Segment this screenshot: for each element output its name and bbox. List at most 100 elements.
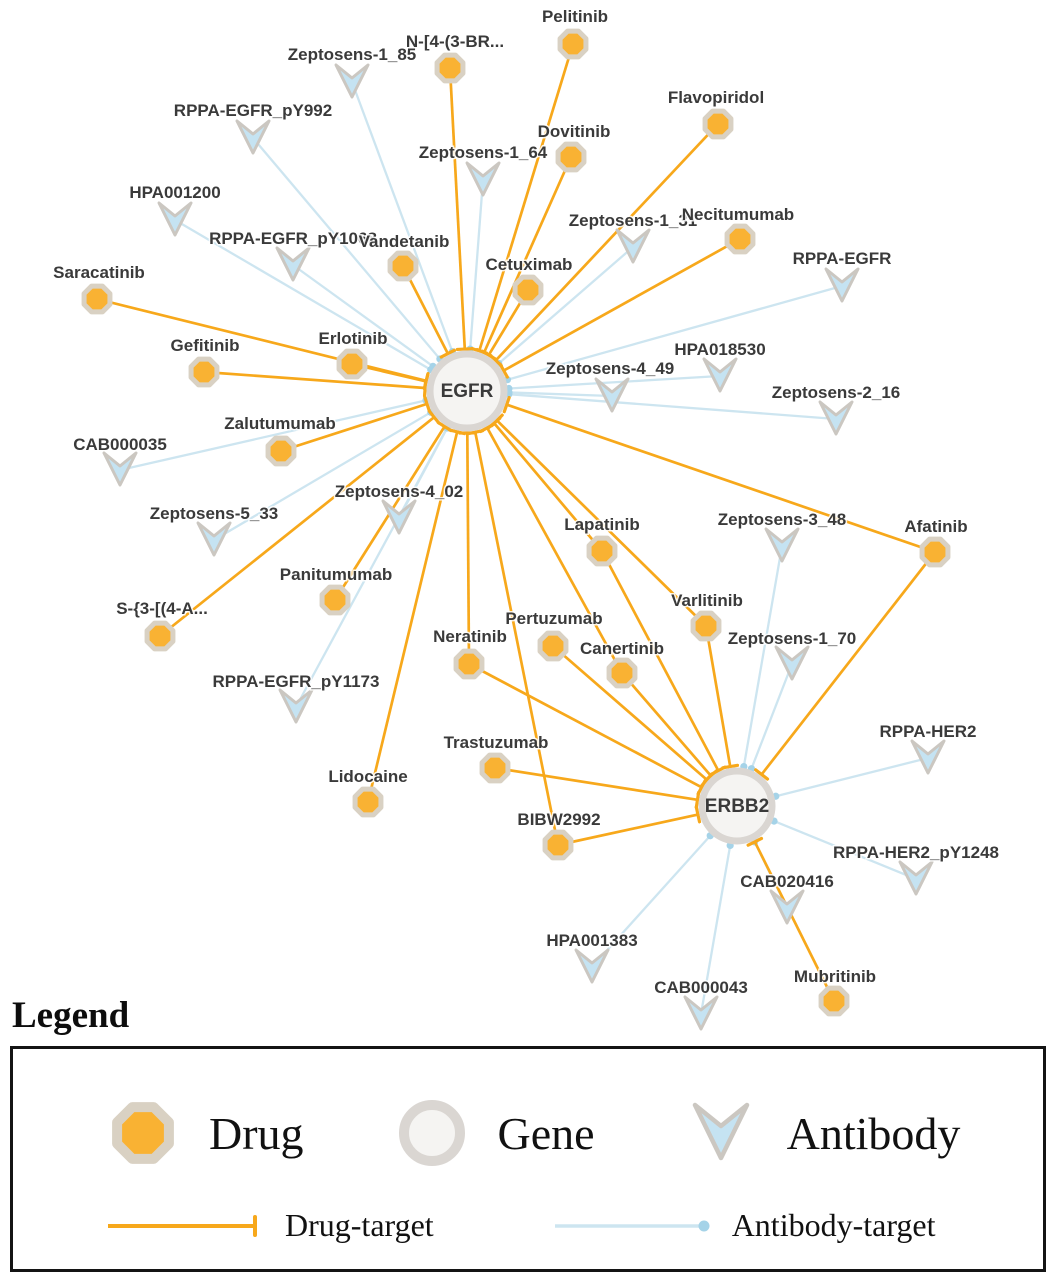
- antibody-target-edge: [503, 284, 843, 384]
- antibody-node-zeptosens-1-64[interactable]: [465, 161, 501, 197]
- drug-target-edge: [366, 432, 457, 803]
- antibody-node-rppa-egfr-py992[interactable]: [235, 119, 271, 155]
- antibody-label-zeptosens-4-49: Zeptosens-4_49: [546, 359, 675, 378]
- drug-node-afatinib[interactable]: [919, 536, 951, 568]
- antibody-node-zeptosens-1-85[interactable]: [334, 63, 370, 99]
- antibody-node-zeptosens-5-33[interactable]: [196, 521, 232, 557]
- drug-label-afatinib: Afatinib: [904, 517, 967, 536]
- drug-label-mubritinib: Mubritinib: [794, 967, 876, 986]
- antibody-node-zeptosens-1-31[interactable]: [615, 228, 651, 264]
- drug-octagon: [512, 274, 544, 306]
- antibody-label-hpa001200: HPA001200: [129, 183, 220, 202]
- antibody-chevron-icon: [774, 645, 810, 681]
- gene-label: EGFR: [441, 381, 494, 402]
- antibody-node-rppa-egfr[interactable]: [824, 267, 860, 303]
- antibody-node-icon: [692, 1102, 749, 1161]
- antibody-label-zeptosens-1-85: Zeptosens-1_85: [288, 45, 417, 64]
- drug-target-edge: [557, 815, 698, 847]
- drug-node-saracatinib[interactable]: [81, 283, 113, 315]
- antibody-label-rppa-egfr-py1173: RPPA-EGFR_pY1173: [213, 672, 380, 691]
- drug-label-pelitinib: Pelitinib: [542, 7, 608, 26]
- drug-octagon: [557, 28, 589, 60]
- drug-node-panitumumab[interactable]: [319, 584, 351, 616]
- antibody-node-cab000035[interactable]: [102, 451, 138, 487]
- antibody-chevron-icon: [157, 201, 193, 237]
- drug-node-s-3-4-a[interactable]: [144, 620, 176, 652]
- drug-node-erlotinib[interactable]: [336, 348, 368, 380]
- drug-octagon: [319, 584, 351, 616]
- drug-node-gefitinib[interactable]: [188, 356, 220, 388]
- drug-node-flavopiridol[interactable]: [702, 108, 734, 140]
- drug-node-varlitinib[interactable]: [690, 610, 722, 642]
- drug-node-bibw2992[interactable]: [542, 829, 574, 861]
- antibody-node-zeptosens-2-16[interactable]: [818, 400, 854, 436]
- drug-node-necitumumab[interactable]: [724, 223, 756, 255]
- drug-target-edge: [468, 662, 702, 787]
- drug-node-cetuximab[interactable]: [512, 274, 544, 306]
- antibody-target-edge: [740, 545, 784, 771]
- drug-node-lidocaine[interactable]: [352, 786, 384, 818]
- drug-target-edge: [762, 551, 937, 774]
- antibody-node-zeptosens-1-70[interactable]: [774, 645, 810, 681]
- labels-layer: Zeptosens-1_85RPPA-EGFR_pY992HPA001200Ze…: [52, 6, 1001, 999]
- antibody-node-rppa-her2[interactable]: [910, 739, 946, 775]
- nodes-layer: EGFR ERBB2: [81, 28, 951, 1031]
- legend-antibody-target-label: Antibody-target: [731, 1207, 936, 1243]
- antibody-node-hpa001200[interactable]: [157, 201, 193, 237]
- drug-target-edge: [704, 625, 730, 767]
- drug-node-mubritinib[interactable]: [818, 985, 850, 1017]
- drug-label-neratinib: Neratinib: [433, 627, 507, 646]
- antibody-chevron-icon: [102, 451, 138, 487]
- antibody-node-zeptosens-4-02[interactable]: [381, 499, 417, 535]
- drug-node-dovitinib[interactable]: [555, 141, 587, 173]
- drug-octagon: [352, 786, 384, 818]
- drug-edges-layer: [96, 43, 937, 1002]
- drug-node-trastuzumab[interactable]: [479, 752, 511, 784]
- antibody-node-rppa-her2-py1248[interactable]: [898, 860, 934, 896]
- antibody-chevron-icon: [594, 377, 630, 413]
- gene-node-egfr[interactable]: EGFR: [426, 350, 508, 432]
- antibody-node-cab000043[interactable]: [683, 995, 719, 1031]
- antibody-node-zeptosens-4-49[interactable]: [594, 377, 630, 413]
- antibody-target-edge: [292, 264, 437, 370]
- antibody-label-rppa-her2: RPPA-HER2: [880, 722, 977, 741]
- gene-circle: [698, 767, 776, 845]
- drug-node-neratinib[interactable]: [453, 648, 485, 680]
- drug-label-n-4-3-br: N-[4-(3-BR...: [406, 32, 504, 51]
- antibody-node-zeptosens-3-48[interactable]: [764, 527, 800, 563]
- antibody-target-edge: [591, 832, 714, 968]
- antibody-chevron-icon: [683, 995, 719, 1031]
- drug-target-edge: [504, 237, 741, 371]
- antibody-target-edge: [466, 179, 485, 353]
- drug-node-lapatinib[interactable]: [586, 535, 618, 567]
- antibody-target-edge: [772, 756, 929, 800]
- antibody-node-hpa001383[interactable]: [574, 948, 610, 984]
- antibody-node-rppa-egfr-py1068[interactable]: [275, 246, 311, 282]
- drug-node-canertinib[interactable]: [606, 657, 638, 689]
- legend-node-row: Drug Gene Antibody: [103, 1093, 960, 1173]
- drug-octagon: [542, 829, 574, 861]
- drug-node-n-4-3-br[interactable]: [434, 52, 466, 84]
- antibody-node-hpa018530[interactable]: [702, 357, 738, 393]
- antibody-label-rppa-egfr-py992: RPPA-EGFR_pY992: [174, 101, 332, 120]
- antibody-node-cab020416[interactable]: [769, 889, 805, 925]
- drug-node-pertuzumab[interactable]: [537, 630, 569, 662]
- antibody-target-edge: [495, 246, 634, 368]
- drug-target-edge: [401, 265, 448, 354]
- antibody-node-rppa-egfr-py1173[interactable]: [278, 688, 314, 724]
- drug-octagon: [336, 348, 368, 380]
- drug-target-edge: [552, 644, 707, 780]
- drug-node-vandetanib[interactable]: [387, 250, 419, 282]
- legend-edge-row: Drug-target Antibody-target: [105, 1207, 936, 1244]
- drug-target-edge: [494, 423, 604, 552]
- antibody-chevron-icon: [898, 860, 934, 896]
- drug-node-zalutumumab[interactable]: [265, 435, 297, 467]
- legend-drug-label: Drug: [209, 1107, 304, 1159]
- drug-label-flavopiridol: Flavopiridol: [668, 88, 764, 107]
- antibody-chevron-icon: [465, 161, 501, 197]
- gene-node-erbb2[interactable]: ERBB2: [698, 767, 776, 845]
- drug-node-pelitinib[interactable]: [557, 28, 589, 60]
- drug-label-trastuzumab: Trastuzumab: [444, 733, 549, 752]
- gene-circle: [426, 350, 508, 432]
